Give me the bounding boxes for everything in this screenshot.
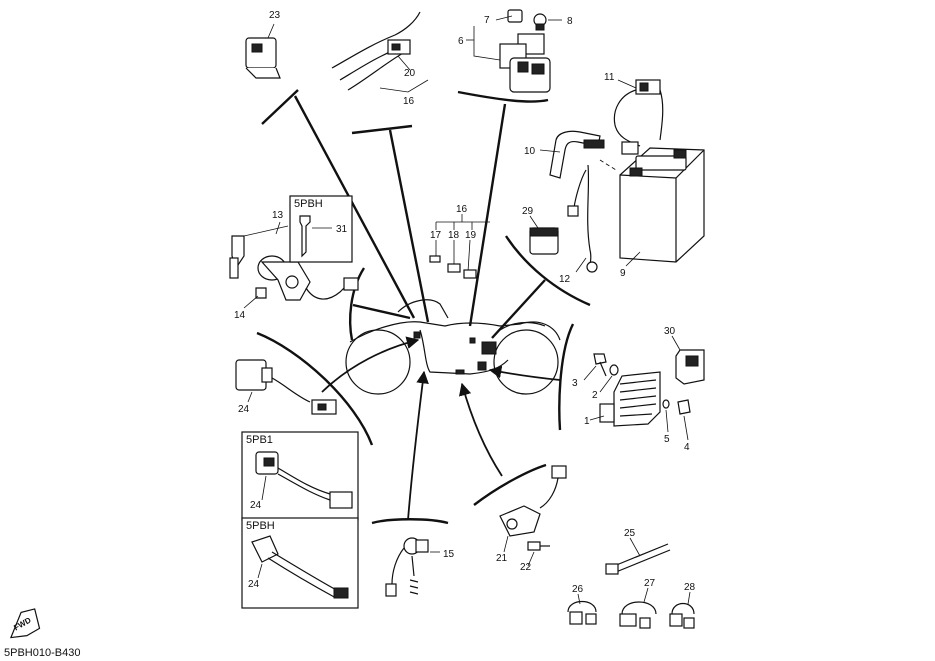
callout-6: 6 (458, 36, 464, 47)
battery-band-10[interactable] (539, 130, 605, 179)
speed-sensor-21[interactable] (499, 465, 567, 567)
callout-31: 31 (336, 224, 348, 235)
callout-2: 2 (592, 390, 598, 401)
callout-9: 9 (620, 268, 626, 279)
callout-26: 26 (572, 584, 584, 595)
callout-22: 22 (520, 562, 532, 573)
callout-7: 7 (484, 15, 490, 26)
callout-16-fuse: 16 (456, 204, 468, 215)
callout-28: 28 (684, 582, 696, 593)
callout-16-harness: 16 (403, 96, 415, 107)
clamp-27[interactable] (619, 587, 657, 629)
rectifier-regulator-1[interactable] (589, 371, 661, 427)
callout-23: 23 (269, 10, 281, 21)
relay-23[interactable] (245, 23, 281, 79)
callout-brackets (256, 89, 591, 525)
callout-30: 30 (664, 326, 676, 337)
callout-11: 11 (604, 72, 615, 83)
nut-4[interactable] (677, 399, 691, 441)
callout-4: 4 (684, 442, 690, 453)
clamp-26[interactable] (567, 593, 597, 625)
callout-24-main: 24 (238, 404, 250, 415)
callout-5: 5 (664, 434, 670, 445)
callout-24-5pb1: 24 (250, 500, 262, 511)
callout-12: 12 (559, 274, 571, 285)
battery-lead-11[interactable] (613, 79, 664, 155)
washer-2[interactable] (599, 364, 619, 393)
fwd-arrow-icon (9, 608, 41, 639)
battery-cable-12[interactable] (567, 159, 617, 273)
fuse-set-16[interactable] (429, 214, 490, 279)
callout-8: 8 (567, 16, 573, 27)
callout-18: 18 (448, 230, 460, 241)
wire-harness-16[interactable] (331, 11, 429, 93)
key-variant-box (289, 195, 353, 263)
callout-21: 21 (496, 553, 508, 564)
diagram-code: 5PBH010-B430 (4, 647, 80, 659)
washer-5[interactable] (662, 399, 670, 433)
callout-17: 17 (430, 230, 442, 241)
callout-27: 27 (644, 578, 656, 589)
bolt-3[interactable] (583, 353, 607, 381)
callout-24-5pbh: 24 (248, 579, 260, 590)
variant-5pbh-box (241, 517, 359, 609)
starter-relay-6[interactable] (466, 9, 562, 93)
callout-15: 15 (443, 549, 455, 560)
motorcycle-outline (345, 299, 561, 395)
callout-10: 10 (524, 146, 536, 157)
battery-9[interactable] (619, 147, 705, 267)
callout-13: 13 (272, 210, 284, 221)
callout-29: 29 (522, 206, 534, 217)
cable-tie-25[interactable] (605, 537, 671, 575)
pointer-arrows (321, 336, 561, 521)
callout-1: 1 (584, 416, 590, 427)
callout-labels: 23 20 16 7 8 6 11 10 29 12 9 16 17 18 19… (4, 10, 696, 659)
callout-19: 19 (465, 230, 477, 241)
callout-20: 20 (404, 68, 416, 79)
variant-5pbh-label: 5PBH (246, 520, 275, 532)
main-switch-13[interactable] (229, 221, 359, 309)
neutral-switch-15[interactable] (385, 537, 440, 597)
callout-14: 14 (234, 310, 246, 321)
clamp-28[interactable] (669, 591, 695, 629)
relay-29[interactable] (529, 215, 559, 255)
sidestand-switch-24[interactable] (235, 359, 337, 415)
variant-5pb1-box (241, 431, 359, 521)
callout-3: 3 (572, 378, 578, 389)
key-variant-label: 5PBH (294, 198, 323, 210)
callout-25: 25 (624, 528, 636, 539)
cover-30[interactable] (671, 335, 705, 385)
variant-5pb1-label: 5PB1 (246, 434, 273, 446)
